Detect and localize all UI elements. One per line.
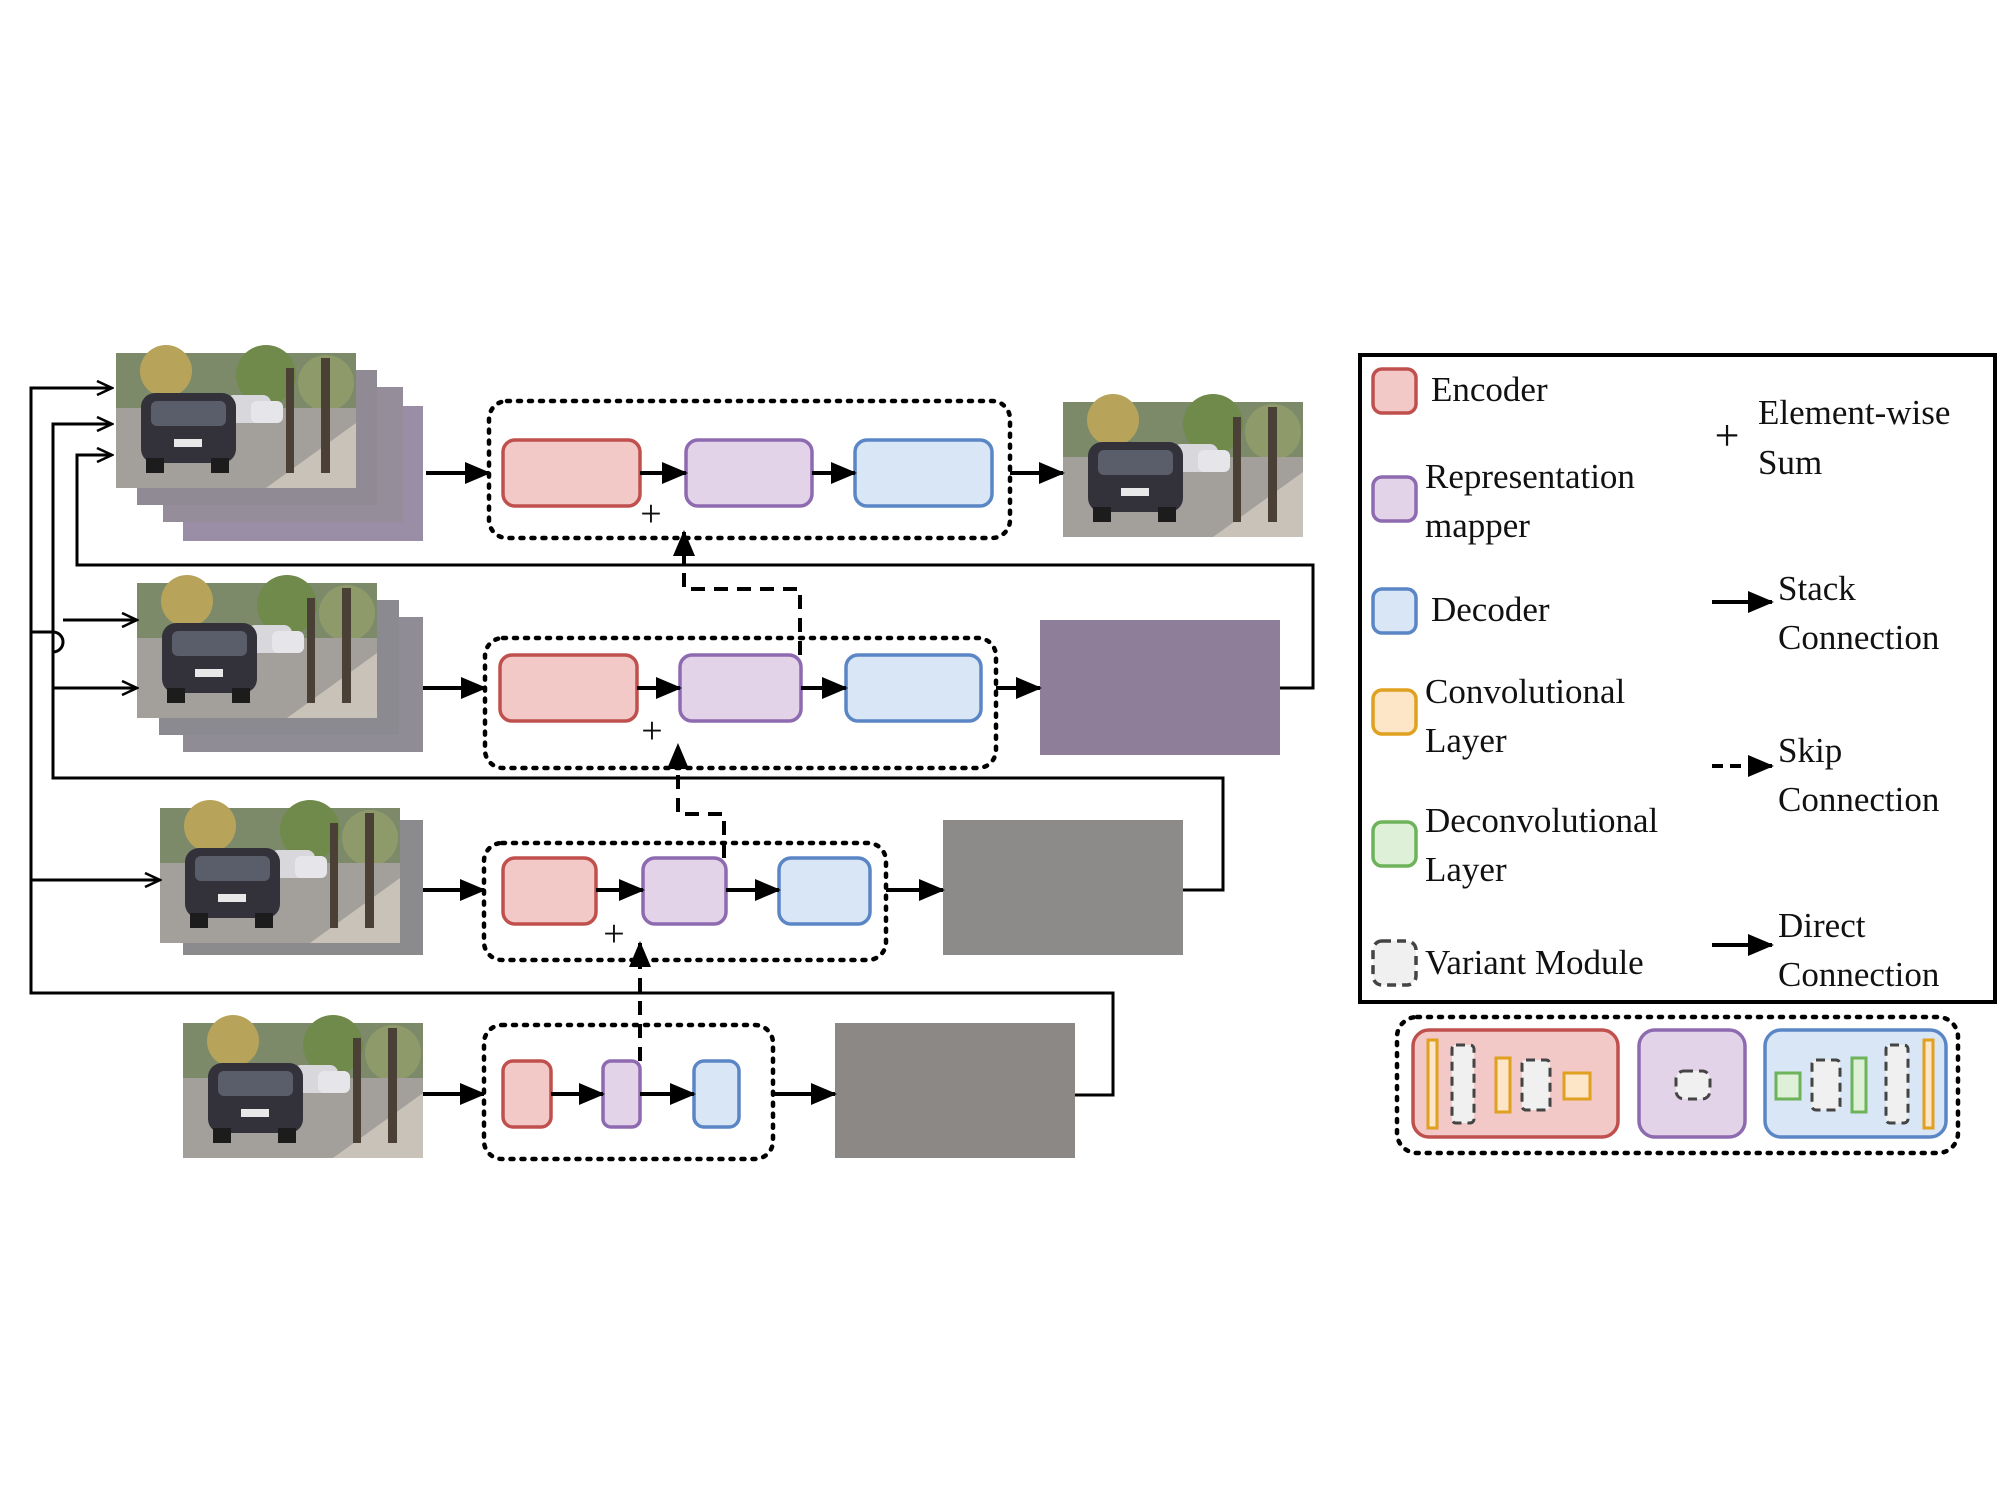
element-wise-sum-icon: + (640, 493, 661, 535)
mapper-block (601, 1059, 642, 1129)
legend-direct-label: Direct (1778, 906, 1866, 945)
mapper-block (678, 653, 803, 723)
decoder-block (844, 653, 983, 723)
variant-slot (1884, 1043, 1910, 1125)
decoder-block (777, 856, 872, 926)
deconv-layer (1850, 1056, 1868, 1114)
legend-mapper-label-2: mapper (1425, 506, 1530, 545)
legend-conv-label: Convolutional (1425, 672, 1626, 711)
stack-connections (29, 388, 1315, 1097)
decoder-block (853, 438, 994, 508)
direct-connections (423, 462, 1065, 1105)
legend-sum-label: Element-wise (1758, 393, 1950, 432)
conv-layer (1494, 1056, 1512, 1114)
deconv-swatch (1371, 820, 1418, 868)
input-image (160, 800, 400, 943)
legend-stack-label-2: Connection (1778, 618, 1939, 657)
module-row4 (481, 1022, 776, 1162)
legend-skip-label: Skip (1778, 731, 1842, 770)
input-row4 (183, 1015, 423, 1158)
output-image-row2 (1040, 620, 1280, 755)
input-image (183, 1015, 423, 1158)
encoder-block (501, 1059, 553, 1129)
legend-deconv-label: Deconvolutional (1425, 801, 1659, 840)
mapper-block (684, 438, 814, 508)
encoder-swatch (1371, 367, 1418, 415)
decoder-swatch (1371, 587, 1418, 635)
module-row3 (481, 840, 889, 963)
conv-layer (1562, 1071, 1592, 1101)
variant-swatch (1371, 939, 1418, 987)
legend-mapper-label: Representation (1425, 457, 1635, 496)
variant-module-illustration (1394, 1014, 1961, 1156)
input-stack-row1 (116, 345, 423, 541)
variant-slot (1450, 1043, 1476, 1125)
mapper-swatch (1371, 475, 1418, 523)
conv-layer (1922, 1038, 1935, 1130)
output-image-row1 (1063, 394, 1303, 537)
legend-encoder-label: Encoder (1431, 370, 1548, 409)
legend-deconv-label-2: Layer (1425, 850, 1507, 889)
variant-slot (1520, 1058, 1552, 1112)
skip-connections (629, 530, 802, 1061)
element-wise-sum-icon: + (641, 710, 662, 752)
mapper-block (641, 856, 728, 926)
legend-box (1358, 353, 1997, 1004)
legend: Encoder Representation mapper Decoder Co… (1358, 353, 1997, 1004)
module-row1 (486, 398, 1013, 541)
output-image-row3 (943, 820, 1183, 955)
conv-layer (1426, 1038, 1439, 1130)
output-image-row4 (835, 1023, 1075, 1158)
input-image (137, 575, 377, 718)
variant-slot (1674, 1069, 1712, 1101)
module-row2 (482, 635, 999, 771)
legend-sum-symbol: + (1715, 411, 1740, 460)
encoder-block (501, 856, 598, 926)
encoder-block (498, 653, 639, 723)
variant-slot (1810, 1058, 1842, 1112)
element-wise-sum-icon: + (603, 913, 624, 955)
legend-skip-label-2: Connection (1778, 780, 1939, 819)
decoder-block (692, 1059, 741, 1129)
legend-conv-label-2: Layer (1425, 721, 1507, 760)
legend-stack-label: Stack (1778, 569, 1856, 608)
legend-sum-label-2: Sum (1758, 443, 1822, 482)
legend-variant-label: Variant Module (1425, 943, 1644, 982)
encoder-block (501, 438, 642, 508)
conv-swatch (1371, 688, 1418, 736)
legend-decoder-label: Decoder (1431, 590, 1550, 629)
input-stack-row3 (160, 800, 423, 955)
deconv-layer (1774, 1071, 1802, 1101)
input-stack-row2 (137, 575, 423, 752)
legend-direct-label-2: Connection (1778, 955, 1939, 994)
input-image (116, 345, 356, 488)
